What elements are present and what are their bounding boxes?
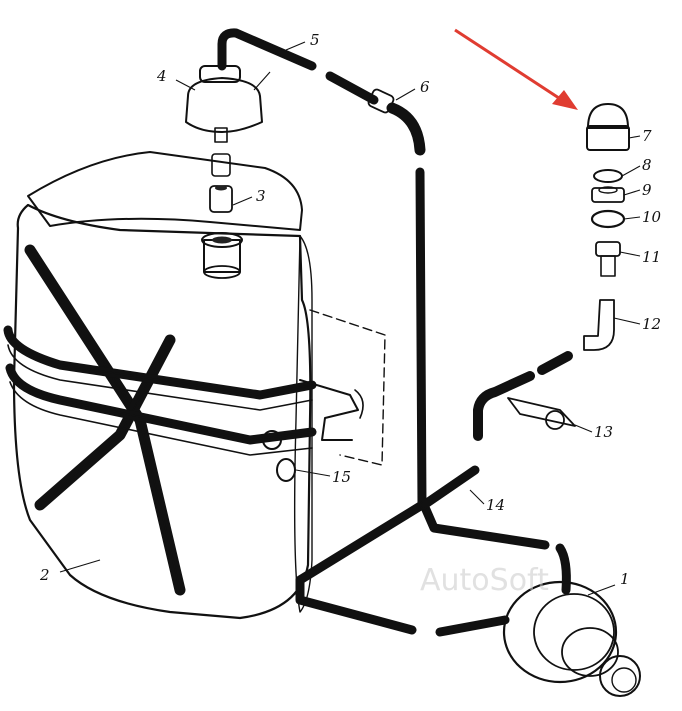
fitting-11 — [595, 241, 621, 277]
red-arrow-icon — [454, 28, 578, 110]
watermark: AutoSoft — [420, 563, 549, 598]
callout-2: 2 — [39, 566, 50, 584]
fuel-pump — [435, 543, 641, 697]
callout-1: 1 — [620, 570, 630, 588]
callout-13: 13 — [594, 423, 613, 441]
callout-15: 15 — [332, 468, 351, 486]
callout-14: 14 — [486, 496, 505, 514]
fuel-line — [295, 167, 550, 635]
fuel-tank — [3, 151, 386, 620]
callout-3: 3 — [256, 187, 266, 205]
filler-cap-assembly — [185, 65, 263, 213]
leader-lines — [59, 41, 641, 596]
callout-7: 7 — [642, 127, 652, 145]
cap-7 — [586, 103, 630, 151]
elbow-12 — [583, 299, 615, 351]
callout-5: 5 — [310, 31, 320, 49]
callout-11: 11 — [642, 248, 661, 266]
nut-9 — [591, 186, 625, 203]
callout-12: 12 — [642, 315, 661, 333]
callout-6: 6 — [420, 78, 430, 96]
clamp-13 — [507, 397, 576, 430]
return-hose — [473, 351, 573, 441]
washer-10 — [590, 209, 626, 229]
washer-8 — [593, 169, 623, 183]
callout-9: 9 — [642, 181, 652, 199]
callout-4: 4 — [156, 67, 167, 85]
callout-10: 10 — [642, 208, 662, 226]
callout-8: 8 — [642, 156, 652, 174]
hose-6 — [325, 71, 426, 156]
